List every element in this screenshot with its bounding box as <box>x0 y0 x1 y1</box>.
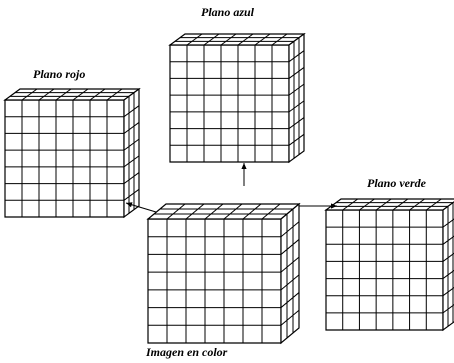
color-image-cube-top-line <box>223 203 243 220</box>
arrow-to-blue <box>241 163 247 186</box>
color-image-cube-top <box>146 203 301 220</box>
green-plane-cube-top-line <box>375 198 392 211</box>
red-plane-cube-side-line <box>123 188 140 201</box>
red-plane-cube-side-line <box>123 155 140 168</box>
green-plane-cube-side-line <box>442 287 454 297</box>
red-plane-cube <box>3 87 141 219</box>
blue-plane-cube-side <box>288 32 305 164</box>
red-plane-cube-top-line <box>72 88 89 101</box>
arrow-to-blue-head <box>241 163 247 169</box>
color-image-cube-side-line <box>280 309 300 326</box>
blue-plane-cube-side-line <box>288 83 305 96</box>
color-image-cube-side-line <box>280 274 300 291</box>
arrow-to-red-head <box>126 202 133 208</box>
green-plane-cube-top-line <box>392 198 409 211</box>
red-plane-cube-side-line <box>123 105 140 118</box>
blue-plane-cube-top-line <box>271 33 288 46</box>
blue-plane-cube-side-line <box>288 100 305 113</box>
red-plane-cube-top-line <box>38 88 55 101</box>
color-image-cube-side-line <box>280 221 300 238</box>
green-plane-cube-top-line <box>342 198 359 211</box>
red-plane-cube-side <box>123 87 140 219</box>
green-plane-cube-top-line <box>409 198 425 211</box>
blue-plane-cube-top <box>168 33 306 46</box>
blue-plane-cube-front <box>169 44 290 163</box>
green-plane-cube-top-line <box>359 198 375 211</box>
red-plane-cube-side-line <box>123 172 140 184</box>
green-plane-cube <box>324 198 454 332</box>
blue-plane-cube-side-line <box>288 50 305 63</box>
blue-plane-cube-top-line <box>203 33 220 46</box>
red-plane-cube-side-line <box>123 138 140 151</box>
blue-plane-cube-side-line <box>288 67 305 79</box>
color-image-cube-top-line <box>204 203 224 220</box>
blue-plane-cube-top-line <box>186 33 203 46</box>
green-plane-cube-side-line <box>442 269 454 279</box>
color-image-cube-side-line <box>280 256 300 273</box>
arrow-to-red <box>125 202 157 213</box>
red-plane-cube-side-line <box>123 122 140 134</box>
label-color-image: Imagen en color <box>145 345 228 359</box>
color-image-cube-side-line <box>280 292 300 308</box>
color-image-cube-top-line <box>166 203 186 220</box>
color-image-cube <box>146 202 301 345</box>
green-plane-cube-front <box>325 209 444 331</box>
blue-plane-cube-top-line <box>220 33 237 46</box>
red-plane-cube-top <box>3 88 141 101</box>
label-blue-plane: Plano azul <box>201 5 255 19</box>
blue-plane-cube-top-line <box>237 33 254 46</box>
color-image-cube-side-line <box>280 239 300 255</box>
color-image-cube-front <box>147 218 282 344</box>
color-image-cube-top-line <box>185 203 205 220</box>
label-green-plane: Plano verde <box>367 176 427 190</box>
green-plane-cube-side-line <box>442 304 454 314</box>
red-plane-cube-top-line <box>89 88 106 101</box>
arrow-to-green-head <box>331 203 337 209</box>
color-image-cube-top-line <box>261 203 281 220</box>
red-plane-cube-top-line <box>55 88 72 101</box>
blue-plane-cube-side-line <box>288 117 305 129</box>
label-red-plane: Plano rojo <box>33 67 85 81</box>
color-image-cube-side <box>280 202 300 345</box>
color-image-cube-top-line <box>242 203 262 220</box>
green-plane-cube-side-line <box>442 218 454 228</box>
green-plane-cube-side-line <box>442 235 454 245</box>
red-plane-cube-front <box>4 99 125 218</box>
red-plane-cube-top-line <box>21 88 38 101</box>
red-plane-cube-top-line <box>106 88 123 101</box>
blue-plane-cube <box>168 32 306 164</box>
green-plane-cube-side-line <box>442 252 454 262</box>
blue-plane-cube-side-line <box>288 133 305 146</box>
blue-plane-cube-top-line <box>254 33 271 46</box>
green-plane-cube-top-line <box>425 198 442 211</box>
